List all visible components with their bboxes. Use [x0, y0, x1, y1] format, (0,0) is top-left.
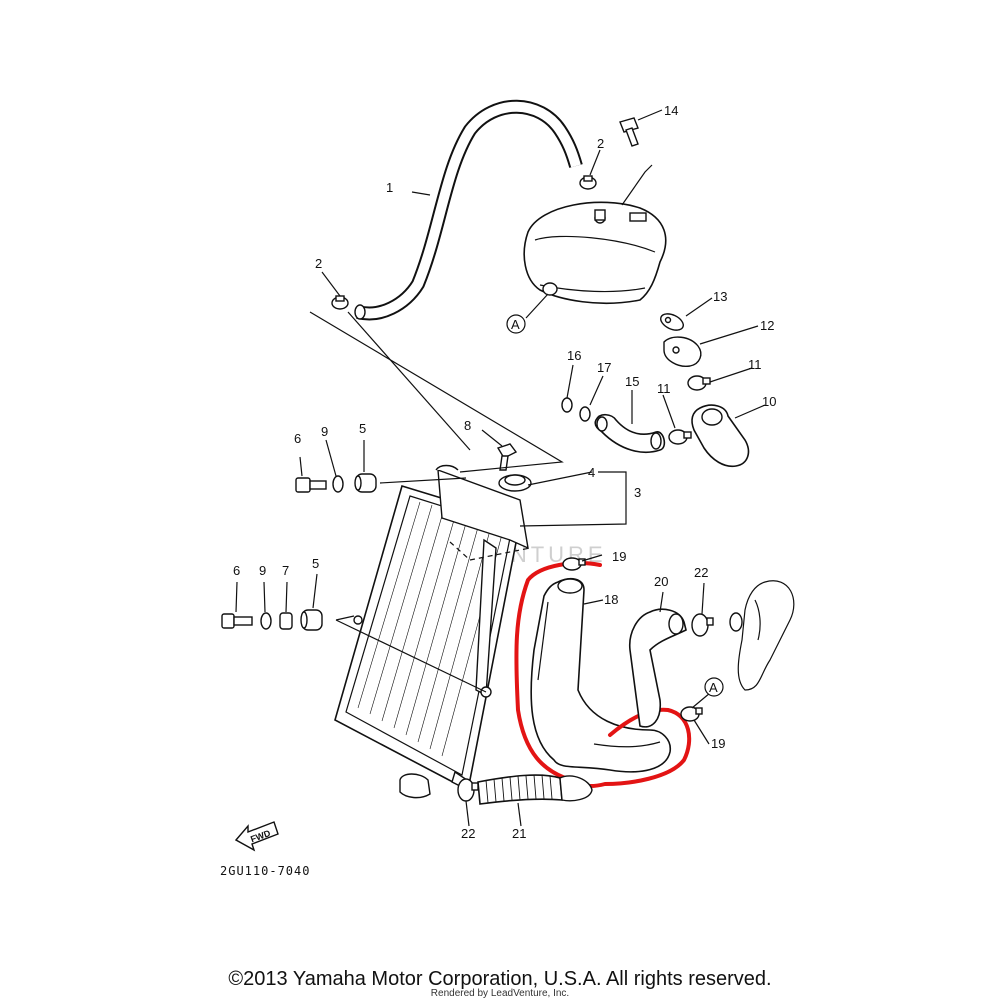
label-part-8: 8 — [464, 418, 471, 433]
part-14-bolt[interactable] — [619, 117, 639, 147]
label-part-12: 12 — [760, 318, 774, 333]
part-9-washer-upper[interactable] — [332, 475, 344, 493]
label-part-5-lower: 5 — [312, 556, 319, 571]
part-12-joint[interactable] — [663, 336, 702, 367]
part-8-screw[interactable] — [496, 443, 518, 471]
part-5-grommet-lower[interactable] — [300, 609, 323, 631]
part-11-hose-clamp-lower[interactable] — [668, 429, 692, 445]
label-part-9-upper: 9 — [321, 424, 328, 439]
label-part-13: 13 — [713, 289, 727, 304]
label-part-19-lower: 19 — [711, 736, 725, 751]
label-part-2-upper: 2 — [597, 136, 604, 151]
part-17-o-ring[interactable] — [579, 406, 591, 422]
label-part-22-lower: 22 — [461, 826, 475, 841]
part-19-hose-clamp-upper[interactable] — [562, 557, 586, 571]
label-part-6-lower: 6 — [233, 563, 240, 578]
radiator-core-fins — [357, 501, 505, 757]
svg-text:A: A — [709, 680, 718, 695]
part-5-grommet-upper[interactable] — [354, 473, 377, 493]
part-labels: 1 2 2 14 13 12 11 16 17 15 11 10 8 4 3 6… — [233, 103, 776, 841]
part-7-collar[interactable] — [279, 612, 293, 630]
part-22-hose-clamp-upper[interactable] — [691, 613, 714, 637]
radiator-assembly[interactable] — [334, 464, 529, 799]
callout-a-upper: A — [506, 314, 526, 334]
svg-text:A: A — [511, 317, 520, 332]
label-part-1: 1 — [386, 180, 393, 195]
diagram-code: 2GU110-7040 — [220, 864, 310, 878]
label-part-7: 7 — [282, 563, 289, 578]
part-6-bolt-upper[interactable] — [295, 477, 327, 493]
part-2-hose-clamp-lower[interactable] — [331, 295, 349, 310]
label-part-2-lower: 2 — [315, 256, 322, 271]
label-part-22-upper: 22 — [694, 565, 708, 580]
label-part-20: 20 — [654, 574, 668, 589]
rendered-by-notice: Rendered by LeadVenture, Inc. — [430, 988, 570, 999]
label-part-10: 10 — [762, 394, 776, 409]
label-part-4: 4 — [588, 465, 595, 480]
label-part-3: 3 — [634, 485, 641, 500]
part-20-hose[interactable] — [628, 608, 687, 728]
part-9-washer-lower[interactable] — [260, 612, 272, 630]
part-22-hose-clamp-lower[interactable] — [457, 778, 479, 802]
label-part-18: 18 — [604, 592, 618, 607]
leader-lines — [235, 109, 766, 827]
part-1-overflow-hose[interactable] — [354, 99, 583, 321]
fwd-arrow-icon: FWD — [234, 821, 279, 852]
copyright-notice: ©2013 Yamaha Motor Corporation, U.S.A. A… — [228, 968, 772, 990]
label-part-9-lower: 9 — [259, 563, 266, 578]
label-part-11-lower: 11 — [657, 381, 671, 396]
label-part-15: 15 — [625, 374, 639, 389]
part-15-pipe[interactable] — [594, 413, 666, 454]
label-part-21: 21 — [512, 826, 526, 841]
part-19-hose-clamp-lower[interactable] — [680, 706, 703, 722]
part-4-radiator-cap[interactable] — [498, 474, 532, 492]
part-18-radiator-hose[interactable] — [530, 577, 672, 773]
label-part-5-upper: 5 — [359, 421, 366, 436]
part-10-hose[interactable] — [691, 404, 750, 468]
part-2-hose-clamp-upper[interactable] — [579, 175, 597, 190]
label-part-6-upper: 6 — [294, 431, 301, 446]
part-16-o-ring[interactable] — [561, 397, 573, 413]
callout-a-lower: A — [704, 677, 724, 697]
part-11-hose-clamp-upper[interactable] — [687, 375, 711, 391]
part-21-corrugated-hose[interactable] — [477, 774, 593, 805]
label-part-19-upper: 19 — [612, 549, 626, 564]
label-part-11-upper: 11 — [748, 357, 762, 372]
engine-water-pump — [729, 580, 795, 691]
label-part-16: 16 — [567, 348, 581, 363]
part-13-gasket[interactable] — [658, 311, 686, 334]
part-6-bolt-lower[interactable] — [221, 613, 253, 629]
label-part-17: 17 — [597, 360, 611, 375]
label-part-14: 14 — [664, 103, 678, 118]
reservoir-tank[interactable] — [523, 201, 667, 305]
